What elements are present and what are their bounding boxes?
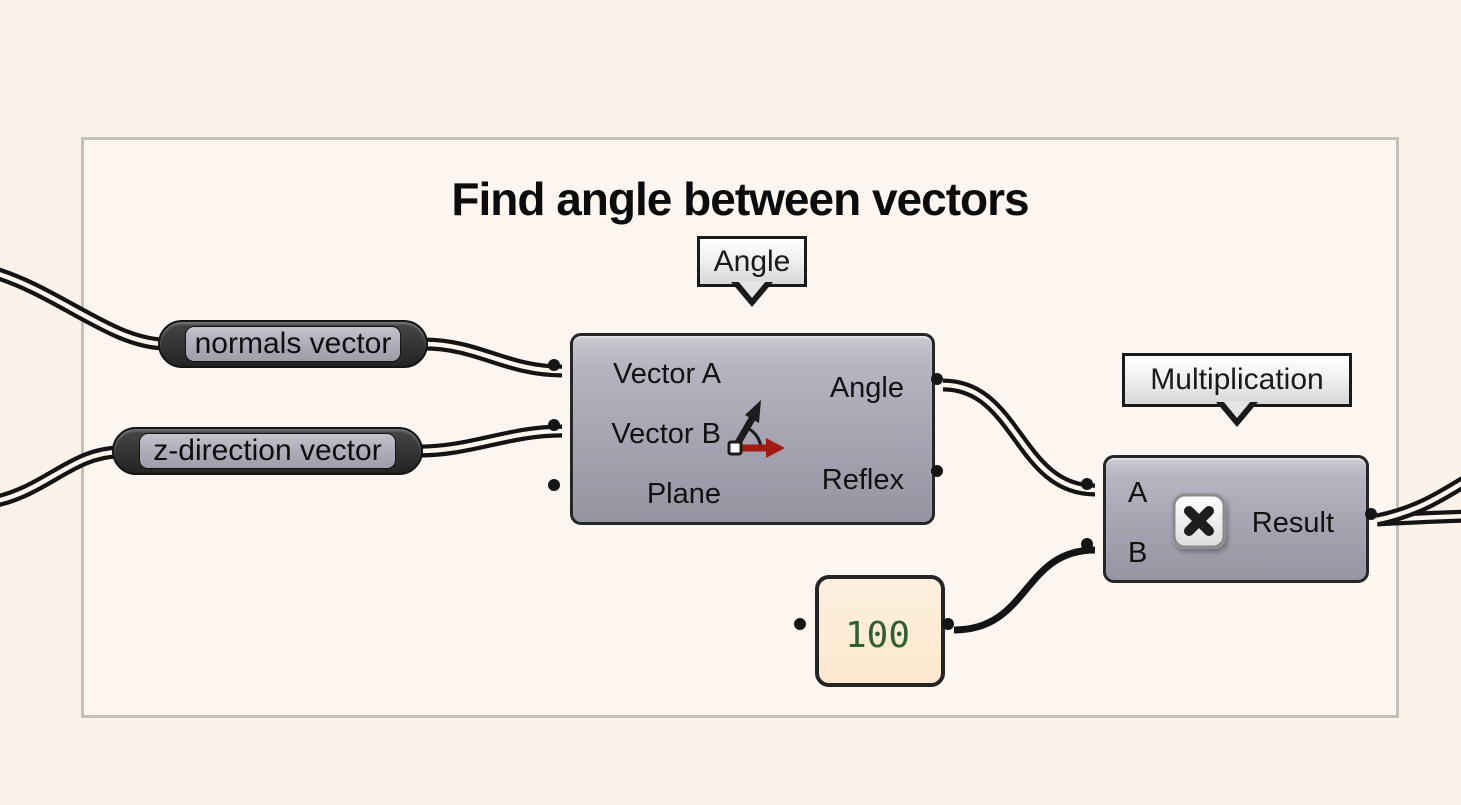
port-angle-out-grip[interactable] <box>931 373 943 385</box>
angle-nametag-label: Angle <box>713 244 791 278</box>
port-result-out-grip[interactable] <box>1365 508 1377 520</box>
output-label-reflex: Reflex <box>821 464 904 496</box>
input-label-b: B <box>1128 537 1148 569</box>
input-label-a: A <box>1128 477 1148 509</box>
output-label-result: Result <box>1251 507 1334 539</box>
port-reflex-out-grip[interactable] <box>931 465 943 477</box>
wire-zdirection-to-vector-b[interactable] <box>418 424 563 458</box>
output-label-angle: Angle <box>829 372 904 404</box>
wire-result-out-up[interactable] <box>1375 476 1461 527</box>
input-label-plane: Plane <box>646 478 721 510</box>
angle-between-vectors-icon <box>723 396 807 470</box>
multiplication-nametag-label: Multiplication <box>1150 363 1324 396</box>
param-normals-vector-label: normals vector <box>185 326 401 362</box>
wire-to-zdirection-param[interactable] <box>0 445 121 507</box>
param-normals-vector[interactable]: normals vector <box>158 320 428 368</box>
multiplication-component-nametag: Multiplication <box>1122 353 1352 407</box>
group-title: Find angle between vectors <box>451 173 1029 225</box>
multiply-icon <box>1172 493 1226 549</box>
param-z-direction-vector-label: z-direction vector <box>139 433 396 469</box>
port-vector-a-grip[interactable] <box>548 359 560 371</box>
number-panel-value: 100 <box>845 615 911 656</box>
input-label-vector-b: Vector B <box>611 418 721 450</box>
port-plane-grip[interactable] <box>548 479 560 491</box>
port-panel-out-grip[interactable] <box>942 618 954 630</box>
wire-angle-to-mult-a[interactable] <box>942 378 1096 497</box>
wire-to-normals-param[interactable] <box>0 267 167 351</box>
port-panel-in-grip[interactable] <box>794 618 806 630</box>
angle-component-nametag: Angle <box>697 236 807 287</box>
multiplication-component[interactable]: A B Result <box>1103 455 1369 583</box>
port-vector-b-grip[interactable] <box>548 419 560 431</box>
port-mult-a-grip[interactable] <box>1081 478 1093 490</box>
angle-component[interactable]: Vector A Vector B Plane Angle Reflex <box>570 333 935 525</box>
input-label-vector-a: Vector A <box>612 358 721 390</box>
port-mult-b-grip[interactable] <box>1081 538 1093 550</box>
param-z-direction-vector[interactable]: z-direction vector <box>112 427 423 475</box>
wire-panel-to-mult-b[interactable] <box>953 546 1096 634</box>
number-panel[interactable]: 100 <box>815 575 945 687</box>
wire-normals-to-vector-a[interactable] <box>423 337 563 378</box>
